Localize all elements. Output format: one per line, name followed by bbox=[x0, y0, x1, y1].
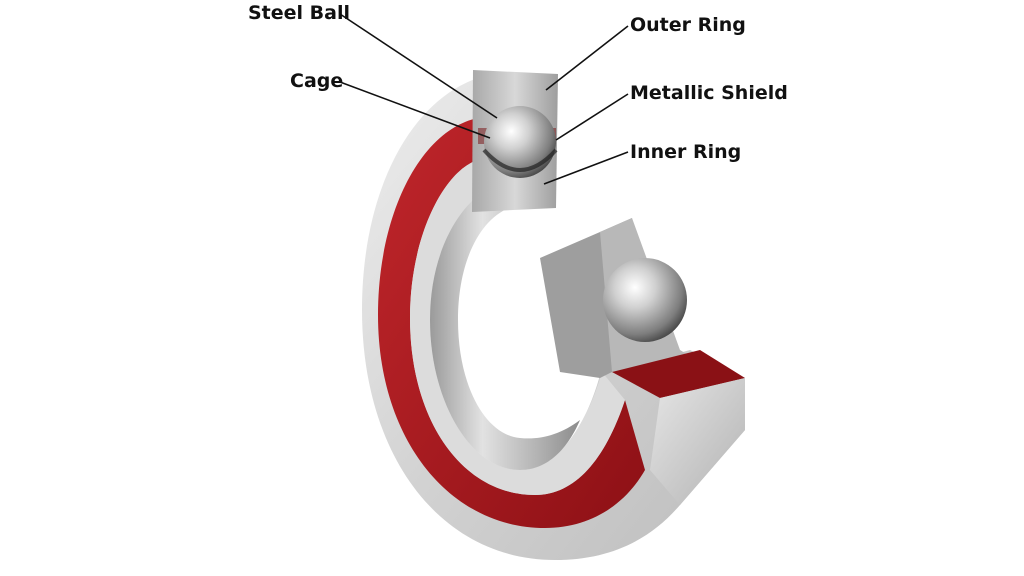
leader-steel-ball bbox=[339, 13, 498, 119]
leader-lines bbox=[339, 13, 629, 185]
leader-metallic-shield bbox=[555, 93, 629, 141]
label-steel-ball: Steel Ball bbox=[248, 2, 350, 24]
bottom-cross-section bbox=[540, 218, 745, 505]
leader-inner-ring bbox=[543, 151, 629, 185]
top-steel-ball bbox=[484, 106, 556, 178]
bore-surface bbox=[430, 180, 580, 470]
top-cross-section bbox=[472, 70, 558, 212]
label-inner-ring: Inner Ring bbox=[630, 141, 742, 163]
bottom-steel-ball bbox=[603, 258, 687, 342]
shield-band bbox=[378, 118, 645, 528]
label-outer-ring: Outer Ring bbox=[630, 14, 746, 36]
leader-outer-ring bbox=[545, 25, 629, 91]
label-metallic-shield: Metallic Shield bbox=[630, 82, 788, 104]
leader-cage bbox=[339, 81, 491, 139]
label-cage: Cage bbox=[290, 70, 344, 92]
